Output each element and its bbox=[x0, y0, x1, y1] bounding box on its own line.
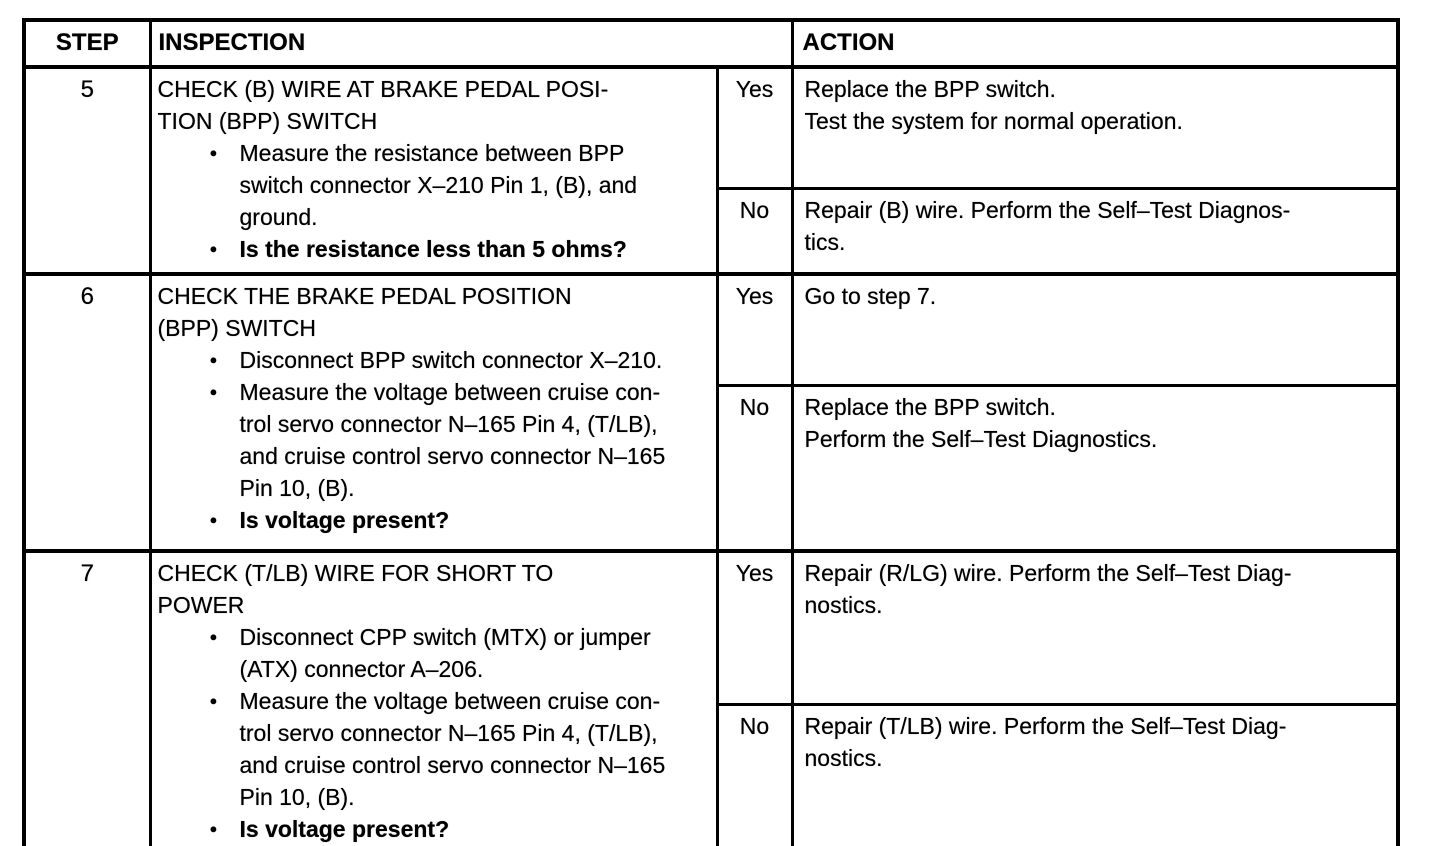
step-number-cell: 5 bbox=[22, 65, 152, 276]
table-row-step6-yes: 6 CHECK THE BRAKE PEDAL POSITION (BPP) S… bbox=[22, 272, 1400, 553]
table-row-step5-yes: 5 CHECK (B) WIRE AT BRAKE PEDAL POSI- TI… bbox=[22, 65, 1400, 276]
inspection-cell: CHECK (B) WIRE AT BRAKE PEDAL POSI- TION… bbox=[148, 65, 719, 276]
action-cell: Go to step 7. bbox=[790, 272, 1400, 387]
inspection-cell: CHECK (T/LB) WIRE FOR SHORT TO POWER Dis… bbox=[148, 549, 719, 846]
outcome-label-cell: Yes bbox=[715, 272, 794, 387]
outcome-label-cell: No bbox=[715, 384, 794, 553]
bullet-item-question: Is the resistance less than 5 ohms? bbox=[208, 233, 708, 265]
outcome-label-cell: Yes bbox=[715, 549, 794, 706]
bullet-item: Measure the voltage between cruise con- … bbox=[208, 685, 708, 813]
table-row-step7-no: No Repair (T/LB) wire. Perform the Self–… bbox=[24, 703, 1400, 846]
step-column-header: STEP bbox=[22, 18, 152, 69]
outcome-label-cell: No bbox=[715, 187, 794, 276]
inspection-bullet-list: Measure the resistance between BPP switc… bbox=[158, 137, 708, 265]
action-column-header: ACTION bbox=[790, 18, 1400, 69]
table-row-step6-no: No Replace the BPP switch. Perform the S… bbox=[24, 384, 1400, 553]
action-cell: Repair (T/LB) wire. Perform the Self–Tes… bbox=[790, 703, 1400, 846]
action-cell: Replace the BPP switch. Test the system … bbox=[790, 65, 1400, 190]
table-row-step7-yes: 7 CHECK (T/LB) WIRE FOR SHORT TO POWER D… bbox=[22, 549, 1400, 846]
bullet-item: Measure the resistance between BPP switc… bbox=[208, 137, 708, 233]
bullet-item: Disconnect BPP switch connector X–210. bbox=[208, 344, 708, 376]
outcome-label-cell: Yes bbox=[715, 65, 794, 190]
bullet-item: Disconnect CPP switch (MTX) or jumper (A… bbox=[208, 621, 708, 685]
table-row-step5-no: No Repair (B) wire. Perform the Self–Tes… bbox=[24, 187, 1400, 276]
step-number-cell: 7 bbox=[22, 549, 152, 846]
action-cell: Repair (B) wire. Perform the Self–Test D… bbox=[790, 187, 1400, 276]
diagnostic-table: STEP INSPECTION ACTION 5 CHECK (B) WIRE … bbox=[22, 18, 1400, 846]
bullet-item-question: Is voltage present? bbox=[208, 504, 708, 536]
inspection-title: CHECK (B) WIRE AT BRAKE PEDAL POSI- TION… bbox=[157, 76, 609, 134]
table-header-row: STEP INSPECTION ACTION bbox=[22, 18, 1400, 69]
inspection-bullet-list: Disconnect CPP switch (MTX) or jumper (A… bbox=[158, 621, 708, 845]
inspection-title: CHECK (T/LB) WIRE FOR SHORT TO POWER bbox=[157, 560, 554, 618]
action-cell: Replace the BPP switch. Perform the Self… bbox=[790, 384, 1400, 553]
action-cell: Repair (R/LG) wire. Perform the Self–Tes… bbox=[790, 549, 1400, 706]
inspection-bullet-list: Disconnect BPP switch connector X–210. M… bbox=[158, 344, 708, 536]
outcome-label-cell: No bbox=[715, 703, 794, 846]
step-number-cell: 6 bbox=[22, 272, 152, 553]
bullet-item: Measure the voltage between cruise con- … bbox=[208, 376, 708, 504]
inspection-column-header: INSPECTION bbox=[148, 18, 794, 69]
inspection-title: CHECK THE BRAKE PEDAL POSITION (BPP) SWI… bbox=[157, 283, 572, 341]
bullet-item-question: Is voltage present? bbox=[208, 813, 708, 845]
inspection-cell: CHECK THE BRAKE PEDAL POSITION (BPP) SWI… bbox=[148, 272, 719, 553]
